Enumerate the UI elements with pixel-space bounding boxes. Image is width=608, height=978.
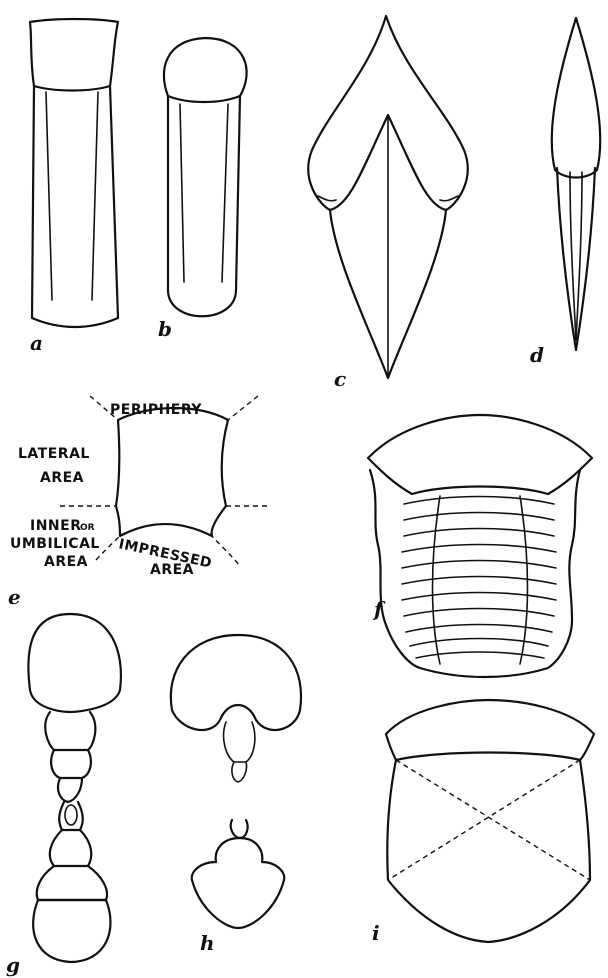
figure-b-section <box>164 38 247 316</box>
figure-d-letter: d <box>530 343 544 367</box>
figure-h-letter: h <box>200 931 215 955</box>
umbilical-label: UMBILICAL <box>10 536 100 552</box>
figure-i-letter: i <box>372 921 380 945</box>
figure-c-section <box>308 16 467 378</box>
figure-a-letter: a <box>30 331 43 355</box>
inner-label-line1: INNER <box>30 518 82 534</box>
periphery-label: PERIPHERY <box>110 402 202 418</box>
lateral-label-line2: AREA <box>40 470 84 486</box>
figure-a-section <box>30 19 118 327</box>
impressed-area-label: AREA <box>150 562 194 578</box>
figure-e-letter: e <box>8 585 21 609</box>
inner-area-label: AREA <box>44 554 88 570</box>
figure-c-letter: c <box>334 367 346 391</box>
figure-b-letter: b <box>158 317 172 341</box>
figure-h-section <box>171 635 301 928</box>
figure-i-section <box>386 700 594 942</box>
figure-g-section <box>28 614 121 962</box>
figure-d-section <box>552 18 600 350</box>
figure-f-section <box>368 415 592 677</box>
inner-or-label: OR <box>80 523 95 533</box>
figure-g-letter: g <box>6 953 20 977</box>
lateral-label-line1: LATERAL <box>18 446 90 462</box>
